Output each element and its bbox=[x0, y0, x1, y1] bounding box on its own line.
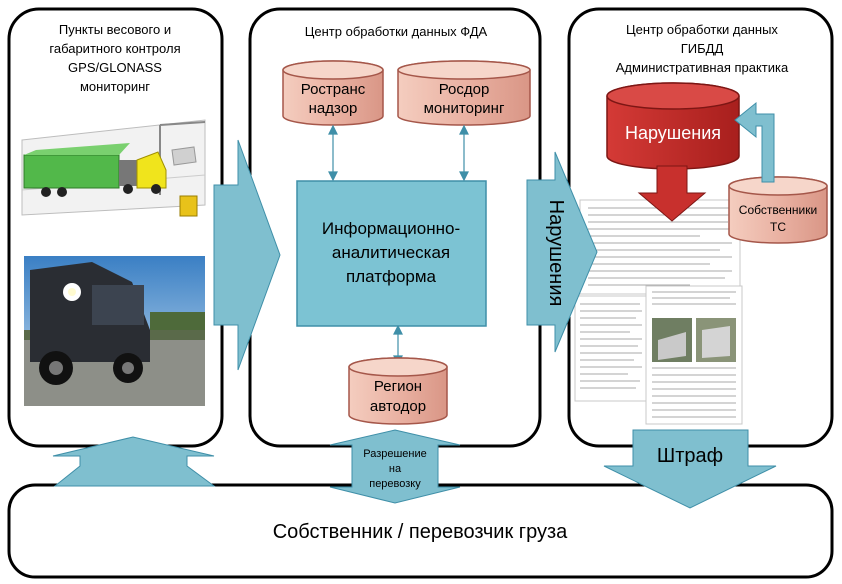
arrow-fine bbox=[603, 429, 777, 509]
right-title-line-2: ГИБДД bbox=[681, 41, 724, 56]
db-owners-line-1: Собственники bbox=[739, 203, 817, 217]
arrow-left-to-center bbox=[213, 139, 281, 371]
connector-rostrans-platform bbox=[328, 124, 338, 182]
arrow-up-left bbox=[52, 436, 216, 487]
db-rostrans: Ространс надзор bbox=[282, 60, 384, 126]
arrow-permit-line-2: на bbox=[389, 463, 402, 475]
weigh-station-illustration bbox=[21, 119, 206, 217]
analytics-platform: Информационно- аналитическая платформа bbox=[296, 180, 487, 327]
arrow-fine-label: Штраф bbox=[657, 445, 723, 467]
center-title: Центр обработки данных ФДА bbox=[305, 24, 488, 39]
db-rostrans-line-1: Ространс bbox=[301, 81, 366, 98]
arrow-permit-line-3: перевозку bbox=[369, 478, 421, 490]
left-title-line-4: мониторинг bbox=[80, 79, 150, 94]
arrow-permit-line-1: Разрешение bbox=[363, 448, 427, 460]
db-violations: Нарушения bbox=[606, 82, 740, 170]
red-down-arrow bbox=[637, 165, 707, 222]
truck-photo bbox=[24, 256, 205, 406]
platform-line-1: Информационно- bbox=[322, 219, 460, 238]
left-title-line-3: GPS/GLONASS bbox=[68, 60, 162, 75]
bottom-label: Собственник / перевозчик груза bbox=[273, 521, 568, 543]
left-title-line-1: Пункты весового и bbox=[59, 22, 171, 37]
db-region-line-1: Регион bbox=[374, 378, 422, 395]
db-rosdor-line-2: мониторинг bbox=[424, 100, 505, 117]
db-region: Регион автодор bbox=[348, 357, 448, 425]
arrow-violations-label: Нарушения bbox=[545, 200, 567, 307]
platform-line-2: аналитическая bbox=[332, 243, 450, 262]
right-title-line-3: Административная практика bbox=[616, 60, 789, 75]
arrow-violations bbox=[526, 151, 598, 353]
arrow-permit bbox=[329, 429, 461, 504]
db-rostrans-line-2: надзор bbox=[309, 100, 358, 117]
connector-rosdor-platform bbox=[459, 124, 469, 182]
db-owners: Собственники ТС bbox=[728, 176, 828, 244]
db-violations-label: Нарушения bbox=[625, 123, 721, 143]
left-title-line-2: габаритного контроля bbox=[49, 41, 180, 56]
db-rosdor-line-1: Росдор bbox=[439, 81, 490, 98]
owners-to-violations-arrow-shape bbox=[734, 101, 775, 183]
db-owners-line-2: ТС bbox=[770, 220, 786, 234]
db-region-line-2: автодор bbox=[370, 398, 426, 415]
violation-documents bbox=[574, 199, 743, 425]
platform-line-3: платформа bbox=[346, 267, 437, 286]
db-rosdor: Росдор мониторинг bbox=[397, 60, 531, 126]
right-title-line-1: Центр обработки данных bbox=[626, 22, 778, 37]
